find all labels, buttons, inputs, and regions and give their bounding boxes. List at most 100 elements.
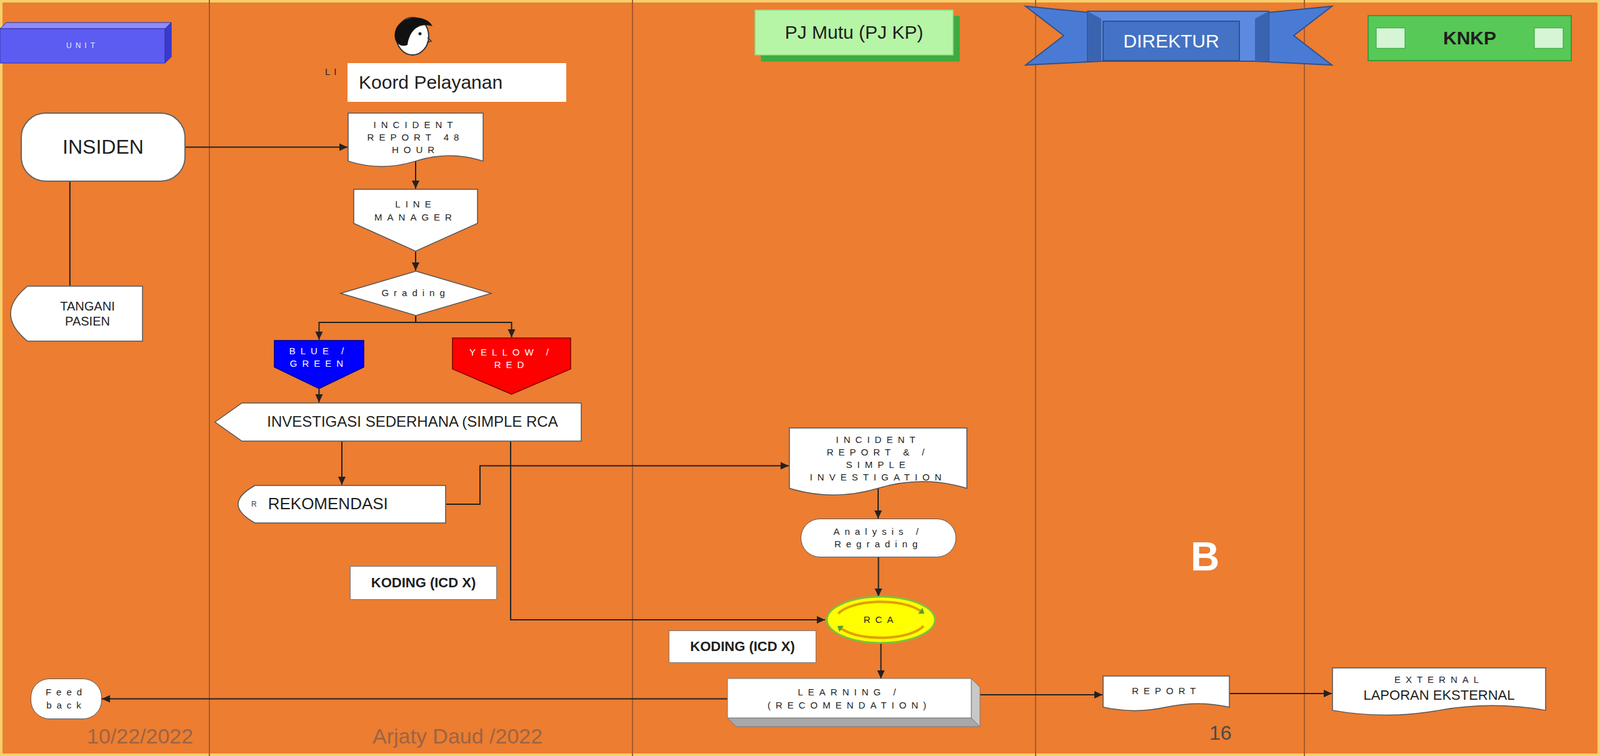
document-box: REPORT xyxy=(1102,675,1230,715)
node-text: Analysis / Regrading xyxy=(816,525,942,552)
lane-header: UNIT xyxy=(0,22,172,64)
box-front xyxy=(755,10,954,55)
connector-line xyxy=(319,316,417,340)
connector xyxy=(315,389,324,403)
box-inset xyxy=(1376,28,1405,49)
connector xyxy=(1230,690,1332,698)
cycle-arrow xyxy=(841,626,924,639)
shape-outline xyxy=(10,285,144,342)
arrowhead xyxy=(101,695,110,704)
connector xyxy=(411,251,420,271)
lane-divider xyxy=(631,0,634,756)
learning-box: LEARNING / (RECOMENDATION) xyxy=(727,678,980,727)
stored-data-outline xyxy=(10,286,143,342)
document-outline xyxy=(1103,676,1230,711)
node-text: RCA xyxy=(863,613,899,627)
node-text: Koord Pelayanan xyxy=(358,71,503,94)
footer-author: Arjaty Daud /2022 xyxy=(372,725,543,749)
node-text: R xyxy=(251,500,257,509)
action-box: TANGANI PASIEN xyxy=(10,285,144,342)
cycle-arrowhead xyxy=(918,608,925,615)
node-text: EXTERNAL xyxy=(1394,673,1484,687)
pentagon-outline xyxy=(274,340,364,389)
node-text: REKOMENDASI xyxy=(268,494,389,514)
connector-line xyxy=(510,441,825,620)
footer-date: 10/22/2022 xyxy=(86,725,194,749)
node-text: LEARNING / (RECOMENDATION) xyxy=(755,686,944,712)
process-box: Analysis / Regrading xyxy=(800,518,957,558)
lane-divider xyxy=(1303,0,1305,756)
connector xyxy=(415,316,515,338)
connector-line xyxy=(415,316,512,338)
lane-divider xyxy=(208,0,210,756)
arrowhead xyxy=(816,616,825,624)
connector xyxy=(446,462,789,505)
connector xyxy=(315,316,417,340)
person-eye xyxy=(418,32,422,36)
person-hair xyxy=(395,17,433,46)
arrowhead xyxy=(508,329,516,338)
ribbon-fold xyxy=(1087,11,1102,62)
node-text: Grading xyxy=(381,286,450,300)
node-text: YELLOW / RED xyxy=(461,346,562,372)
connector xyxy=(874,488,882,519)
document-box: INCIDENT REPORT & / SIMPLE INVESTIGATION xyxy=(788,427,968,502)
pentagon-outline xyxy=(353,189,478,252)
grade-marker: YELLOW / RED xyxy=(451,337,572,395)
arrowhead xyxy=(411,180,420,189)
box-inset xyxy=(1534,28,1564,49)
diamond-outline xyxy=(340,271,492,316)
process-box: INVESTIGASI SEDERHANA (SIMPLE RCA xyxy=(214,402,582,442)
lane-header: PJ Mutu (PJ KP) xyxy=(755,10,960,62)
arrowhead xyxy=(315,394,324,403)
arrowhead xyxy=(338,476,346,485)
lane-label: LI xyxy=(325,66,341,78)
cycle-arrow xyxy=(838,601,920,614)
node-text: INSIDEN xyxy=(62,135,144,159)
code-box: KODING (ICD X) xyxy=(668,630,817,664)
arrowhead xyxy=(1094,691,1103,699)
connector xyxy=(877,643,885,679)
document-outline xyxy=(1332,668,1546,715)
ribbon-tail xyxy=(1255,6,1332,65)
stored-data-outline xyxy=(238,485,446,524)
box-side xyxy=(165,22,172,64)
box-bottom xyxy=(727,718,980,727)
output-box: R REKOMENDASI xyxy=(237,485,447,524)
code-box: KODING (ICD X) xyxy=(350,566,497,600)
document-box: EXTERNALLAPORAN EKSTERNAL xyxy=(1331,667,1547,720)
connector-line xyxy=(446,466,789,505)
lane-header: Koord Pelayanan xyxy=(347,63,567,102)
ribbon-fold xyxy=(1255,11,1269,62)
cycle-arrowhead xyxy=(837,625,844,632)
node-text: UNIT xyxy=(66,41,99,50)
ribbon-band xyxy=(1087,11,1269,62)
lane-header: DIREKTUR xyxy=(1102,20,1240,62)
feedback-terminal: Feed back xyxy=(30,678,102,720)
node-text: INCIDENT REPORT & / SIMPLE INVESTIGATION xyxy=(806,433,950,485)
node-text: PJ Mutu (PJ KP) xyxy=(785,21,924,44)
connector xyxy=(875,557,883,597)
connector-line xyxy=(980,694,1103,696)
rca-cycle: RCA xyxy=(825,595,937,645)
start-terminal: INSIDEN xyxy=(20,112,186,182)
connector xyxy=(101,695,728,704)
box-front xyxy=(1368,15,1572,61)
document-outline xyxy=(789,428,967,495)
arrowhead xyxy=(1323,690,1332,698)
label-box: 16 xyxy=(1209,722,1232,745)
pentagon-outline xyxy=(452,338,571,395)
connector xyxy=(510,441,825,624)
connector xyxy=(338,441,346,485)
arrowhead xyxy=(875,588,883,597)
label-box: 10/22/2022 xyxy=(86,725,194,749)
arrowhead xyxy=(339,143,348,152)
node-text: INVESTIGASI SEDERHANA (SIMPLE RCA xyxy=(266,413,558,432)
box-front xyxy=(0,28,165,64)
connector-line xyxy=(69,181,71,286)
connector xyxy=(980,691,1103,699)
lane-divider xyxy=(1035,0,1037,756)
person-nose xyxy=(426,37,432,43)
